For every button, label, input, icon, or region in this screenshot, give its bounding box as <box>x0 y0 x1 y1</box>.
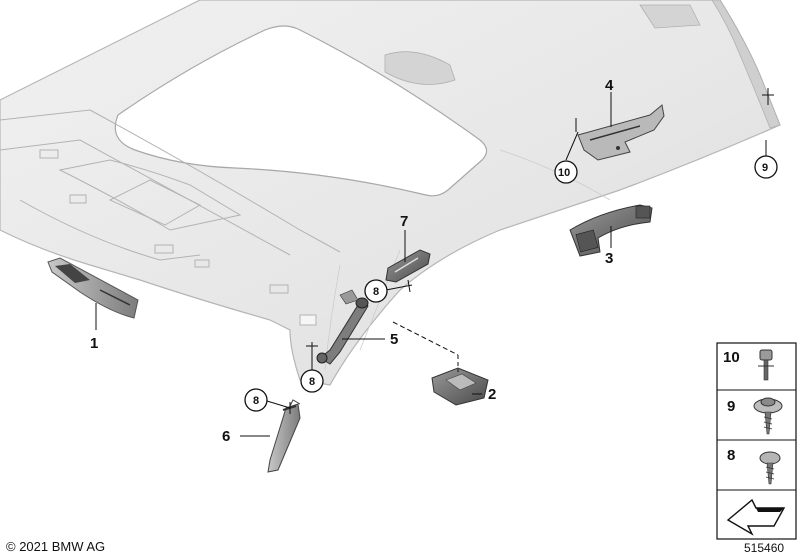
b-pillar-trim-part-6 <box>267 399 301 473</box>
headliner <box>0 0 781 386</box>
callout-4: 4 <box>605 77 614 94</box>
fastener-legend: 10 9 8 <box>716 342 797 540</box>
screw-marker-rear <box>762 88 774 105</box>
callout-8a: 8 <box>373 286 379 298</box>
callout-5: 5 <box>390 331 398 348</box>
screw-marker-8c <box>266 400 291 414</box>
sunroof-opening <box>114 25 488 197</box>
handle-bracket-part-4 <box>577 104 665 161</box>
screw-marker-8b <box>306 342 318 370</box>
callout-3: 3 <box>605 250 613 267</box>
leader-10 <box>565 131 579 161</box>
interior-light-part-2 <box>431 367 489 406</box>
callout-10: 10 <box>558 167 570 179</box>
clip-icon <box>758 349 774 381</box>
callout-8b: 8 <box>309 376 315 388</box>
legend-label-8: 8 <box>727 447 735 464</box>
callout-2: 2 <box>488 386 496 403</box>
callout-circle-8c <box>244 388 268 412</box>
legend-label-10: 10 <box>723 349 740 366</box>
rear-vents <box>384 4 701 85</box>
a-pillar-trim-part-1 <box>47 257 139 319</box>
front-frame <box>0 109 341 326</box>
callout-circle-9 <box>754 155 778 179</box>
direction-arrow-icon <box>726 498 786 536</box>
leader-2-dashed <box>392 321 459 356</box>
copyright-text: © 2021 BMW AG <box>6 539 106 554</box>
callout-circle-10 <box>554 160 578 184</box>
callout-circle-8a <box>364 279 388 303</box>
legend-label-9: 9 <box>727 398 735 415</box>
callout-7: 7 <box>400 213 408 230</box>
callout-6: 6 <box>222 428 230 445</box>
visor-rod-part-5 <box>316 289 369 365</box>
callout-1: 1 <box>90 335 98 352</box>
washer-screw-icon <box>753 397 783 435</box>
screw-marker-8a <box>385 279 413 293</box>
callout-8c: 8 <box>253 395 259 407</box>
handle-bracket-part-7 <box>385 249 431 283</box>
callout-9: 9 <box>762 162 768 174</box>
pan-screw-icon <box>759 451 781 485</box>
diagram-number: 515460 <box>744 541 785 555</box>
callout-circle-8b <box>300 369 324 393</box>
